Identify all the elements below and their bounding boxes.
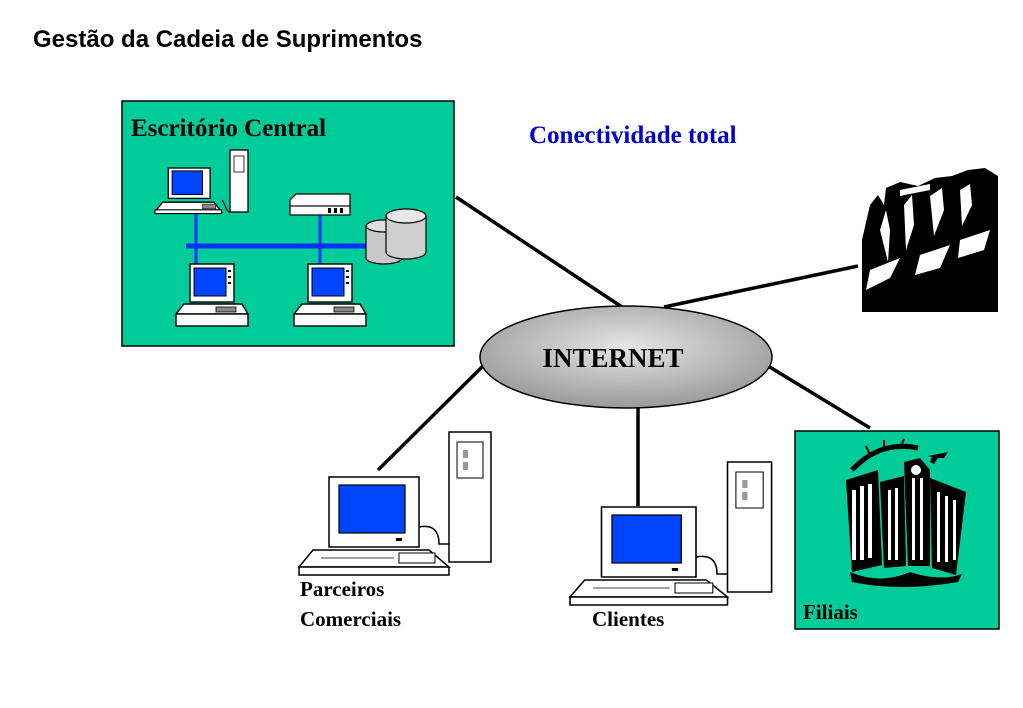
internet-label: INTERNET [542,343,683,373]
internet-cloud: INTERNET [479,305,773,409]
remote-site-icon [862,168,998,312]
central-office-panel: Escritório Central [121,100,455,347]
tower-pc-icon [221,149,249,213]
database-icon [365,208,427,265]
branches-label: Filiais [803,600,858,624]
page-title: Gestão da Cadeia de Suprimentos [33,26,423,53]
clients-label: Clientes [592,607,664,631]
desktop-computer-icon [569,461,773,606]
branches-panel: Filiais [794,430,1000,630]
central-office-label: Escritório Central [131,115,326,142]
partners-label-line1: Parceiros [300,577,384,601]
link-remote-site [663,264,859,309]
lan-bus [186,213,370,268]
clients-workstation [569,461,773,606]
city-buildings-icon [846,438,966,587]
network-hub-icon [289,193,351,216]
link-branches [767,364,871,430]
link-partners [376,364,485,472]
partners-label-line2: Comerciais [300,607,401,631]
link-central-office [455,195,623,309]
connectivity-label: Conectividade total [529,122,737,149]
desktop-computer-icon [153,167,223,215]
